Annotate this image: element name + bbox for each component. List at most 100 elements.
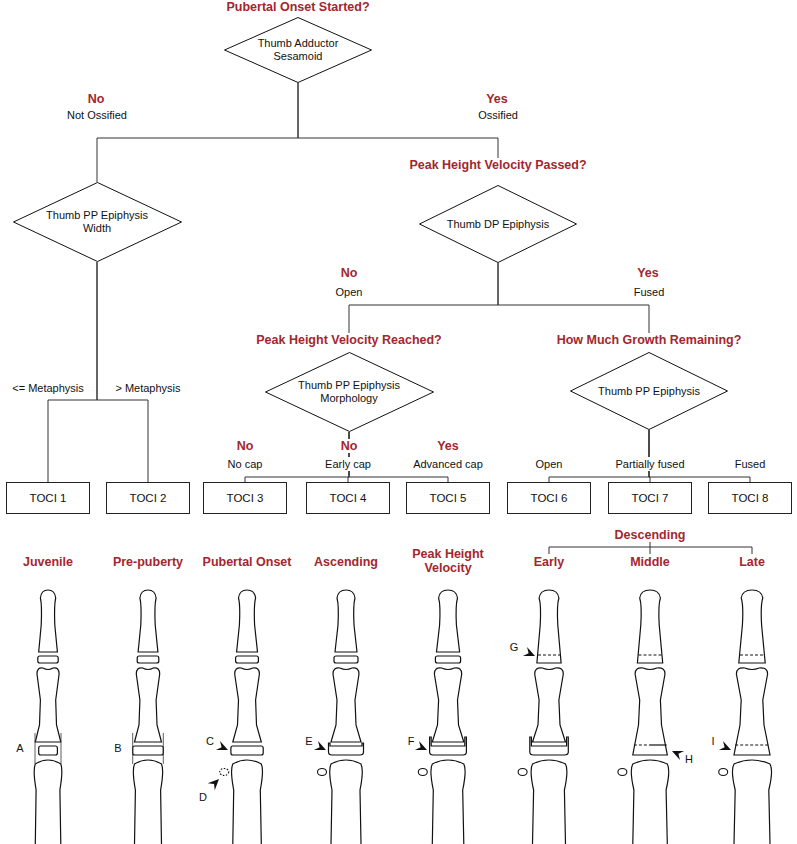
edge-label: Partially fused [613, 457, 686, 471]
fused-physis-line [634, 745, 650, 746]
distal-epiphysis [334, 656, 358, 663]
diamond-border [420, 186, 577, 263]
stage-name: Peak Height Velocity [404, 547, 492, 575]
thumb-drawing [220, 590, 263, 844]
tree-connector [549, 430, 649, 482]
width-guide-line [61, 733, 62, 764]
tree-connector [97, 83, 298, 182]
callout-arrowhead [208, 779, 219, 790]
decision-diamond: Thumb PP Epiphysis Width [13, 182, 182, 262]
distal-phalanx [39, 590, 58, 652]
diamond-label: Thumb Adductor Sesamoid [255, 37, 341, 63]
proximal-epiphysis [231, 746, 263, 755]
proximal-epiphysis [133, 746, 164, 755]
distal-epiphysis [236, 656, 259, 663]
thumb-drawing [318, 590, 364, 844]
proximal-phalanx [135, 668, 162, 742]
decision-diamond: How Much Growth Remaining? Thumb PP Epiph… [555, 333, 744, 430]
stage-name: Ascending [312, 555, 380, 569]
box-label: TOCI 6 [531, 492, 568, 504]
callout-letter: E [303, 734, 314, 748]
distal-phalanx [138, 590, 158, 652]
edge-label: > Metaphysis [113, 381, 182, 395]
diamond-label: Thumb DP Epiphysis [447, 218, 550, 231]
stage-box: TOCI 8 [708, 482, 792, 514]
diamond-border [571, 353, 728, 430]
callout-letter: B [112, 741, 123, 755]
stage-name: Late [737, 555, 767, 569]
proximal-phalanx [533, 668, 566, 742]
metacarpal-head [732, 760, 771, 844]
box-label: TOCI 3 [227, 492, 264, 504]
capped-epiphysis [430, 737, 467, 755]
metacarpal-head [631, 760, 668, 844]
question-heading: How Much Growth Remaining? [557, 333, 742, 348]
callout-letter: G [508, 640, 521, 654]
callout-letter: D [197, 790, 209, 804]
sesamoid-bone [318, 769, 327, 776]
width-guide-line [163, 733, 164, 764]
callout-letter: C [204, 734, 216, 748]
distal-phalanx [637, 590, 662, 663]
width-guide-line [35, 733, 36, 764]
edge-label: Not Ossified [65, 108, 129, 122]
distal-phalanx [437, 590, 460, 652]
diamond-label: Thumb PP Epiphysis [598, 385, 700, 398]
edge-label: Open [534, 457, 565, 471]
sesamoid-bone [518, 769, 527, 776]
callout-arrowhead [672, 751, 684, 760]
proximal-phalanx [35, 668, 61, 742]
distal-epiphysis [435, 656, 460, 663]
decision-answer: No [339, 266, 360, 280]
distal-phalanx [335, 590, 357, 652]
stage-name: Pubertal Onset [201, 555, 294, 569]
capped-epiphysis [530, 737, 569, 755]
metacarpal-head [232, 760, 263, 844]
diamond-border [225, 18, 372, 83]
proximal-phalanx [633, 668, 668, 755]
open-physis-line [650, 744, 667, 745]
metacarpal-head [431, 760, 465, 844]
decision-answer: No [86, 92, 107, 106]
tree-connector [48, 262, 97, 482]
diamond-border [13, 183, 181, 262]
decision-diamond: Peak Height Velocity Passed? Thumb DP Epi… [407, 158, 589, 263]
box-label: TOCI 5 [430, 492, 467, 504]
proximal-phalanx [734, 668, 770, 755]
callout-letter: A [14, 741, 25, 755]
stage-box: TOCI 3 [203, 482, 287, 514]
tree-connector [97, 262, 148, 482]
edge-label: Early cap [323, 457, 373, 471]
callout-arrowhead [523, 647, 535, 656]
stage-box: TOCI 7 [608, 482, 692, 514]
diamond-label: Thumb PP Epiphysis Width [42, 209, 152, 235]
sesamoid-bone [418, 769, 427, 776]
metacarpal-head [531, 760, 567, 844]
stage-box: TOCI 6 [507, 482, 591, 514]
diamond-shape: Thumb PP Epiphysis [570, 352, 728, 430]
distal-phalanx [537, 590, 561, 663]
edge-label: Open [334, 285, 365, 299]
decision-diamond: Pubertal Onset Started? Thumb Adductor Se… [224, 0, 372, 83]
diamond-shape: Thumb Adductor Sesamoid [224, 17, 372, 83]
question-heading: Peak Height Velocity Passed? [409, 158, 586, 173]
sesamoid-bone [719, 769, 728, 776]
edge-label: Ossified [476, 108, 520, 122]
callout-arrowhead [719, 741, 731, 750]
stage-name: Early [532, 555, 567, 569]
question-heading: Pubertal Onset Started? [226, 0, 369, 15]
metacarpal-head [34, 760, 62, 844]
tree-connector [498, 263, 649, 333]
proximal-phalanx [233, 668, 261, 742]
diamond-shape: Thumb PP Epiphysis Width [13, 182, 182, 262]
tree-connector [349, 263, 498, 333]
thumb-drawing [719, 590, 772, 844]
box-label: TOCI 1 [30, 492, 67, 504]
stage-bracket [549, 541, 752, 554]
thumb-drawing [518, 590, 568, 844]
decision-answer: Yes [484, 92, 510, 106]
edge-label: Fused [632, 285, 667, 299]
box-label: TOCI 2 [130, 492, 167, 504]
